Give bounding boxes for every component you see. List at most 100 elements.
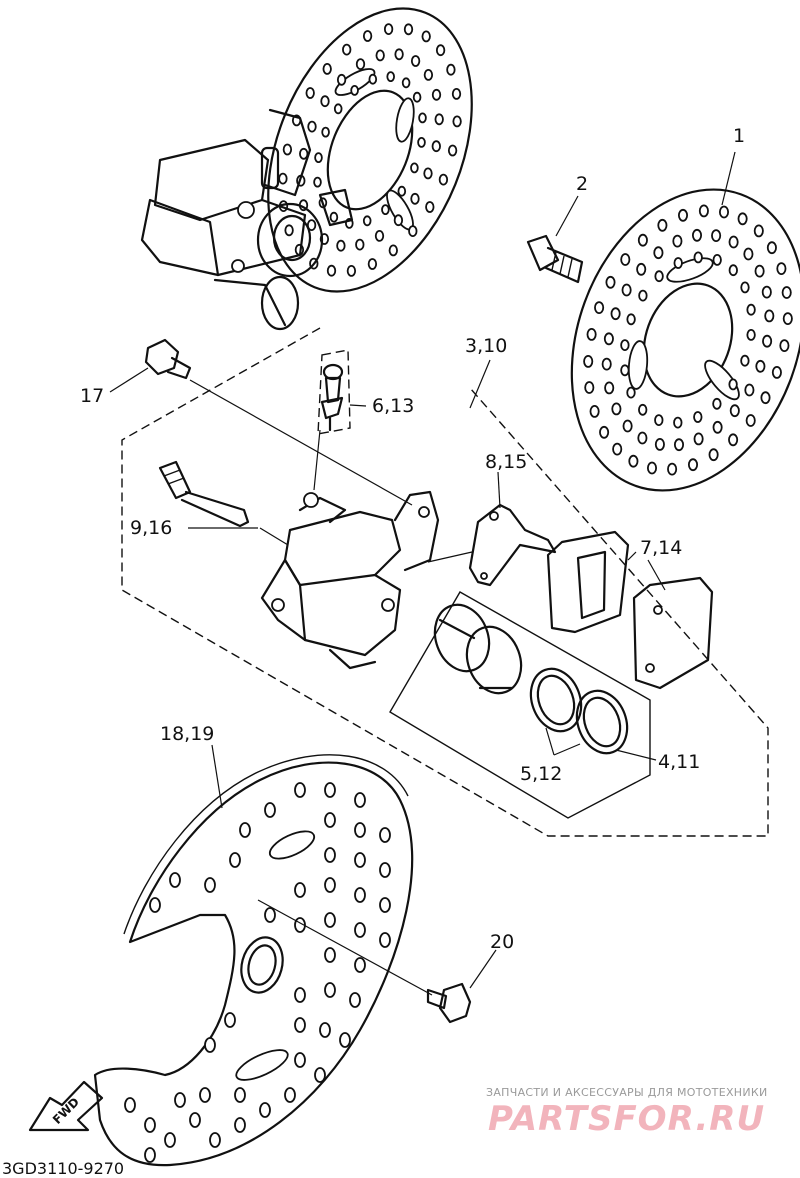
disc-hole (693, 411, 703, 423)
cover-hole (349, 992, 361, 1008)
cover-hole (294, 782, 306, 798)
cover-hole (149, 897, 161, 913)
cover-bolt (426, 982, 472, 1024)
cover-hole (239, 822, 251, 838)
cover-hole (174, 1092, 186, 1108)
cover-hole (324, 912, 336, 928)
cover-hole (264, 802, 276, 818)
disc-hole (729, 404, 740, 418)
cover-hole (314, 1067, 326, 1083)
callout-3-10: 3,10 (465, 335, 507, 357)
callout-8-15: 8,15 (485, 451, 527, 473)
disc-hole (781, 286, 792, 299)
cover-hole (294, 1052, 306, 1068)
cover-hole (324, 982, 336, 998)
disc-hole (746, 328, 756, 341)
disc-hole (711, 229, 722, 243)
disc-hole (408, 225, 418, 238)
disc-hole (326, 264, 337, 277)
disc-hole (299, 147, 309, 160)
caliper-assembly-group-outline (121, 327, 769, 837)
cover-hole (169, 872, 181, 888)
disc-hole (605, 275, 616, 289)
disc-hole (584, 381, 595, 394)
disc-hole (401, 77, 411, 89)
cover-hole (379, 827, 391, 843)
cover-hole (354, 922, 366, 938)
disc-hole (386, 71, 395, 82)
cover-hole (229, 852, 241, 868)
callout-5-12: 5,12 (520, 763, 562, 785)
disc-hole (740, 281, 750, 294)
disc-hole (677, 208, 689, 222)
disc-hole (626, 386, 636, 399)
disc-hole (712, 420, 723, 434)
disc-hole (435, 44, 446, 57)
caliper-bolt (144, 338, 192, 380)
cover-hole (209, 1132, 221, 1148)
disc-hole (368, 73, 378, 85)
disc-hole (708, 448, 719, 462)
cover-hole (234, 1087, 246, 1103)
disc-hole (342, 43, 352, 56)
disc-hole (383, 23, 394, 36)
cover-hole (199, 1087, 211, 1103)
disc-hole (712, 397, 722, 410)
disc-hole (693, 251, 703, 264)
watermark-brand: PARTSFOR.RU (488, 1099, 765, 1139)
disc-hole (603, 332, 614, 346)
disc-hole (421, 30, 431, 43)
disc-hole (397, 185, 407, 197)
disc-hole (746, 303, 756, 316)
cover-hole (259, 1102, 271, 1118)
disc-hole (322, 63, 332, 75)
disc-hole (381, 204, 390, 216)
disc-hole (755, 359, 766, 373)
disc-hole (622, 419, 633, 433)
disc-hole (284, 224, 294, 237)
disc-hole (626, 313, 636, 326)
disc-hole (754, 264, 765, 278)
disc-hole (329, 211, 339, 223)
disc-hole (740, 354, 750, 367)
disc-hole (771, 365, 782, 379)
disc-hole (753, 224, 764, 238)
disc-hole (761, 285, 772, 299)
watermark-tagline: ЗАПЧАСТИ И АКСЕССУАРЫ ДЛЯ МОТОТЕХНИКИ (486, 1086, 768, 1099)
cover-hole (144, 1117, 156, 1133)
disc-hole (638, 403, 648, 416)
cover-hole (234, 1117, 246, 1133)
disc-hole (782, 312, 793, 326)
disc-hole (637, 431, 648, 445)
disc-hole (766, 241, 777, 255)
disc-hole (776, 262, 787, 276)
disc-hole (604, 381, 615, 395)
callout-2: 2 (576, 173, 588, 195)
callout-9-16: 9,16 (130, 517, 172, 539)
disc-hole (646, 461, 658, 475)
callout-20: 20 (490, 931, 514, 953)
disc-hole (355, 238, 365, 251)
disc-hole (434, 113, 444, 126)
seal-group-outline (389, 591, 651, 819)
cover-hole (379, 932, 391, 948)
caliper-piston (433, 603, 523, 695)
disc-hole (779, 339, 790, 353)
cover-hole (354, 852, 366, 868)
disc-hole (346, 264, 357, 277)
fwd-arrow: FWD (28, 1080, 104, 1132)
disc-hole (438, 173, 449, 186)
assembled-caliper (140, 108, 354, 331)
cover-hole (379, 897, 391, 913)
disc-hole (374, 229, 385, 242)
disc-hole (654, 414, 664, 427)
disc-hole (594, 301, 605, 315)
disc-hole (691, 228, 703, 242)
disc-hole (417, 136, 426, 148)
cover-hole (324, 782, 336, 798)
disc-hole (446, 63, 456, 76)
disc-hole (278, 172, 288, 185)
disc-hole (452, 115, 462, 128)
disc-hole (712, 253, 722, 266)
